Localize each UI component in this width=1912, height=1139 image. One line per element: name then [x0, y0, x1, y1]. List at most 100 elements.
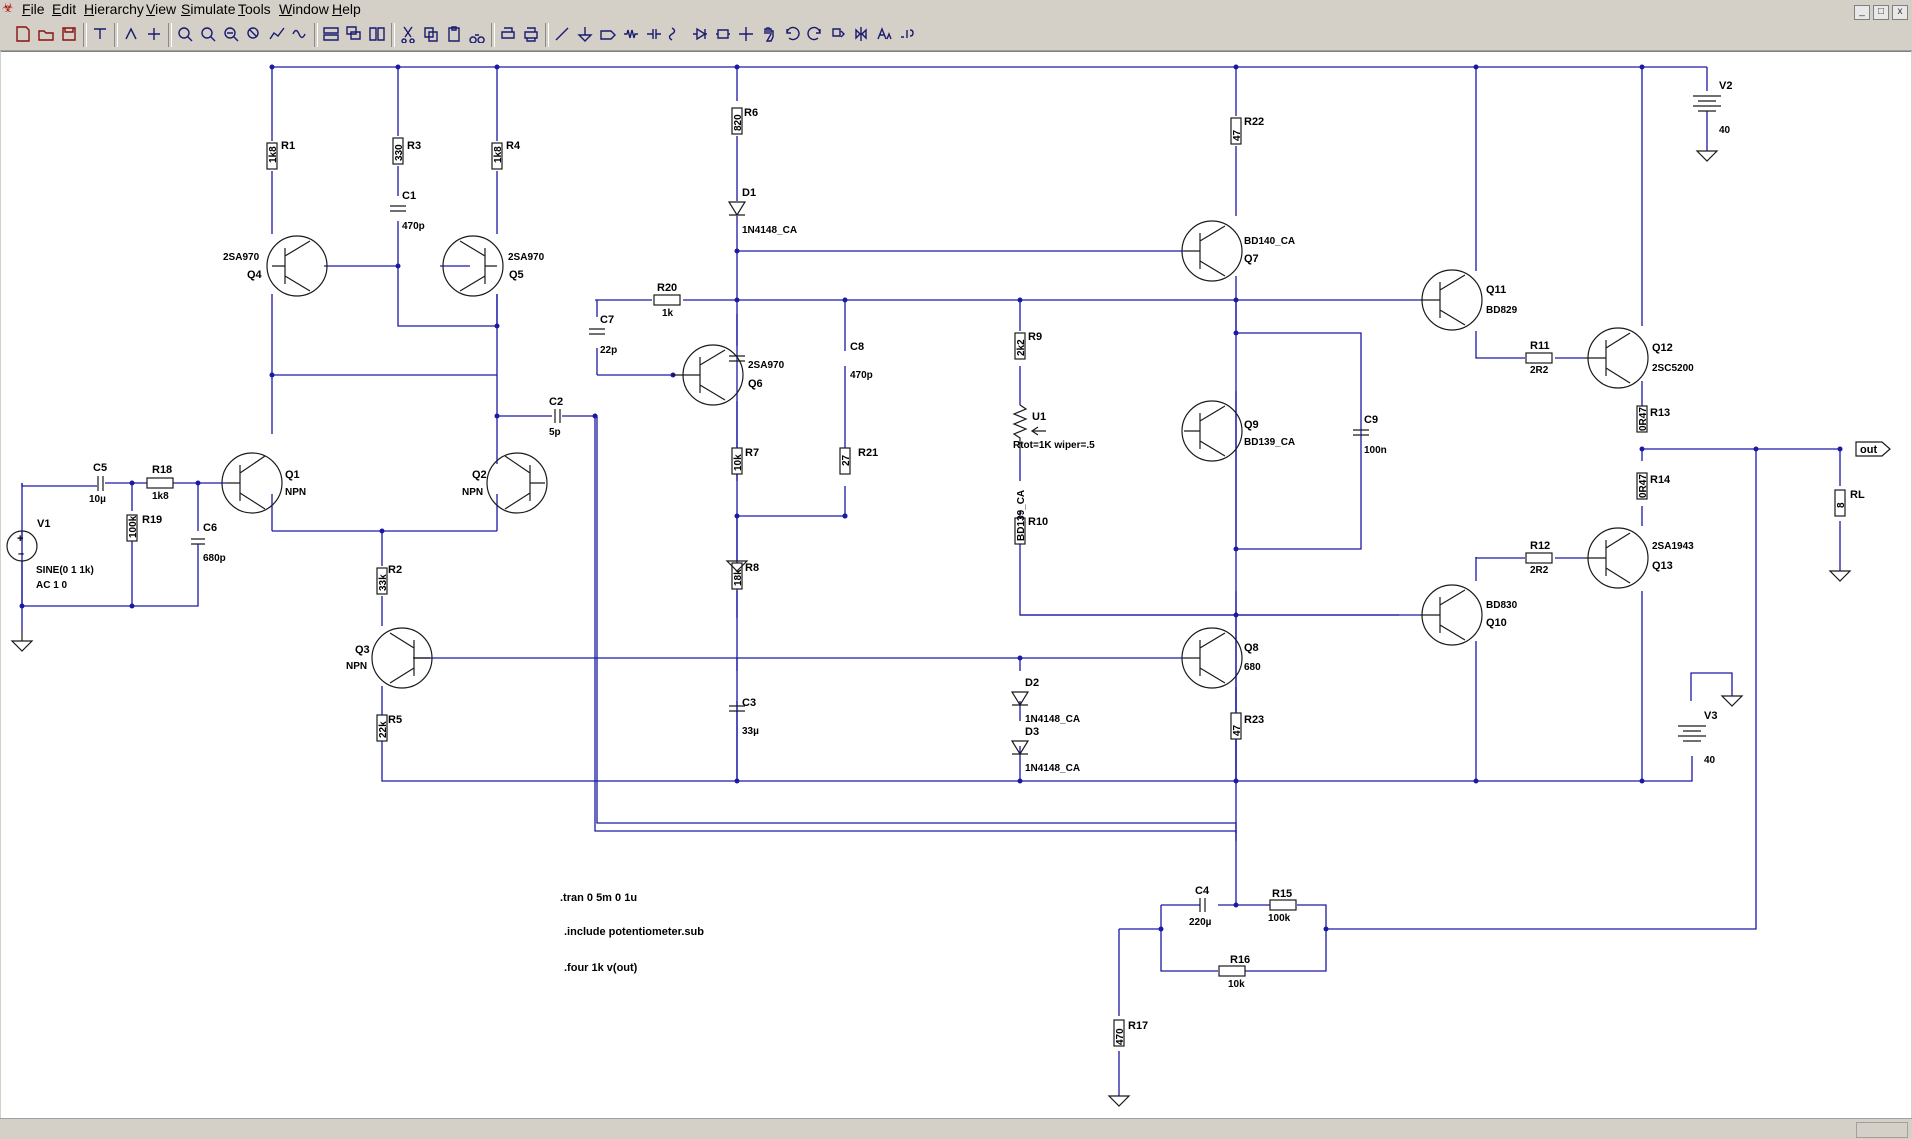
window-controls: _□x: [1851, 1, 1908, 20]
cancel-zoom-icon[interactable]: [243, 23, 265, 45]
menu-hierarchy[interactable]: Hierarchy: [84, 1, 144, 17]
menu-view[interactable]: View: [146, 1, 177, 17]
run-icon[interactable]: [120, 23, 142, 45]
svg-text:1k: 1k: [662, 308, 674, 319]
paste-icon[interactable]: [443, 23, 465, 45]
svg-text:SINE(0 1 1k): SINE(0 1 1k): [36, 565, 94, 576]
capacitor-icon[interactable]: [643, 23, 665, 45]
svg-text:R21: R21: [858, 447, 878, 459]
wires: [21, 66, 1841, 1096]
menu-file[interactable]: File: [22, 1, 45, 17]
svg-text:R12: R12: [1530, 540, 1550, 552]
svg-text:2R2: 2R2: [1530, 365, 1549, 376]
svg-text:R16: R16: [1230, 954, 1250, 966]
svg-text:Q3: Q3: [355, 644, 370, 656]
drag-icon[interactable]: [758, 23, 780, 45]
cut-icon[interactable]: [397, 23, 419, 45]
menu-simulate[interactable]: Simulate: [181, 1, 236, 17]
svg-text:R19: R19: [142, 514, 162, 526]
label-net-icon[interactable]: [597, 23, 619, 45]
toolbar: [0, 20, 1912, 51]
save-icon[interactable]: [58, 23, 80, 45]
cascade-icon[interactable]: [343, 23, 365, 45]
svg-text:R18: R18: [152, 464, 172, 476]
toolbar-separator: [114, 23, 118, 47]
svg-text:Q12: Q12: [1652, 342, 1673, 354]
svg-text:680p: 680p: [203, 553, 226, 564]
toolbar-separator: [314, 23, 318, 47]
diodes[interactable]: [727, 201, 1030, 756]
resistor-icon[interactable]: [620, 23, 642, 45]
text-icon[interactable]: [873, 23, 895, 45]
svg-text:2SA970: 2SA970: [508, 252, 545, 263]
svg-text:BD829: BD829: [1486, 305, 1518, 316]
potentiometer-u1[interactable]: [1012, 404, 1046, 451]
zoom-out-icon[interactable]: [220, 23, 242, 45]
print-icon[interactable]: [520, 23, 542, 45]
svg-text:.four 1k v(out): .four 1k v(out): [564, 962, 638, 974]
rotate-icon[interactable]: [827, 23, 849, 45]
app-icon[interactable]: ☣: [2, 0, 14, 15]
tile-horizontal-icon[interactable]: [320, 23, 342, 45]
transistors[interactable]: [221, 220, 1649, 689]
toolbar-separator: [83, 23, 87, 47]
autorange-icon[interactable]: [266, 23, 288, 45]
resistor-values: 1k8 330 1k8 820 27 10k 18k 33k 22k 100k …: [128, 114, 1847, 1045]
redo-icon[interactable]: [804, 23, 826, 45]
open-icon[interactable]: [35, 23, 57, 45]
waveform-icon[interactable]: [289, 23, 311, 45]
svg-text:C1: C1: [402, 190, 416, 202]
svg-text:2SA970: 2SA970: [223, 252, 260, 263]
svg-text:R23: R23: [1244, 714, 1264, 726]
svg-text:1k8: 1k8: [268, 146, 279, 163]
voltage-sources[interactable]: +–: [6, 95, 1721, 742]
svg-text:.tran 0 5m 0 1u: .tran 0 5m 0 1u: [560, 892, 637, 904]
svg-text:2k2: 2k2: [1016, 339, 1027, 356]
find-icon[interactable]: [466, 23, 488, 45]
svg-text:33µ: 33µ: [742, 726, 759, 737]
capacitors[interactable]: [97, 205, 1369, 912]
inductor-icon[interactable]: [666, 23, 688, 45]
print-setup-icon[interactable]: [497, 23, 519, 45]
menu-tools[interactable]: Tools: [238, 1, 271, 17]
undo-icon[interactable]: [781, 23, 803, 45]
svg-text:U1: U1: [1032, 411, 1046, 423]
svg-text:C3: C3: [742, 697, 756, 709]
menu-edit[interactable]: Edit: [52, 1, 77, 17]
svg-text:C4: C4: [1195, 885, 1210, 897]
pan-icon[interactable]: [143, 23, 165, 45]
svg-text:2SA970: 2SA970: [748, 360, 785, 371]
wire-icon[interactable]: [551, 23, 573, 45]
control-panel-icon[interactable]: [89, 23, 111, 45]
diode-icon[interactable]: [689, 23, 711, 45]
component-icon[interactable]: [712, 23, 734, 45]
tile-vertical-icon[interactable]: [366, 23, 388, 45]
menu-window[interactable]: Window: [279, 1, 329, 17]
spice-directives[interactable]: .tran 0 5m 0 1u .include potentiometer.s…: [560, 892, 704, 974]
restore-icon[interactable]: □: [1873, 5, 1889, 20]
close-icon[interactable]: x: [1892, 5, 1908, 20]
mirror-icon[interactable]: [850, 23, 872, 45]
schematic-canvas[interactable]: 1k8 330 1k8 820 27 10k 18k 33k 22k 100k …: [1, 51, 1911, 1118]
svg-text:1N4148_CA: 1N4148_CA: [1025, 763, 1080, 774]
net-label-out[interactable]: out: [1855, 441, 1891, 457]
minimize-icon[interactable]: _: [1854, 5, 1870, 20]
menu-help[interactable]: Help: [332, 1, 361, 17]
toolbar-separator: [391, 23, 395, 47]
svg-text:NPN: NPN: [462, 487, 483, 498]
move-icon[interactable]: [735, 23, 757, 45]
svg-text:8: 8: [1836, 502, 1847, 508]
copy-icon[interactable]: [420, 23, 442, 45]
zoom-in-icon[interactable]: [174, 23, 196, 45]
svg-text:47: 47: [1232, 129, 1243, 141]
zoom-extent-icon[interactable]: [197, 23, 219, 45]
svg-text:R22: R22: [1244, 116, 1264, 128]
new-schematic-icon[interactable]: [12, 23, 34, 45]
svg-text:40: 40: [1719, 125, 1731, 136]
svg-text:100k: 100k: [128, 515, 139, 538]
ground-icon[interactable]: [574, 23, 596, 45]
svg-text:R6: R6: [744, 107, 758, 119]
spice-directive-icon[interactable]: [896, 23, 918, 45]
